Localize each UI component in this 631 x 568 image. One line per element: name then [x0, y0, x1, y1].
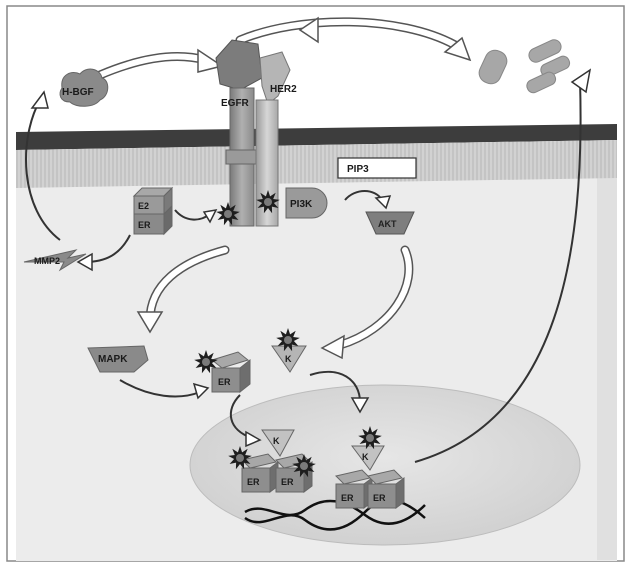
hbgf-label: H-BGF [62, 87, 94, 98]
egfr-label: EGFR [221, 98, 250, 109]
burst-k-nucleus-core [366, 434, 374, 442]
arrow-mmp2-hbgf-head [32, 92, 48, 108]
burst-her2-core [264, 198, 272, 206]
k-nucleus-left-label: K [273, 436, 280, 446]
her2-label: HER2 [270, 84, 297, 95]
burst-k-cytoplasm-core [284, 336, 292, 344]
ligand-capsules [476, 37, 572, 94]
er-nucleus-4-label: ER [373, 493, 386, 503]
er-nucleus-1-label: ER [247, 477, 260, 487]
burst-egfr-core [224, 210, 232, 218]
k-nucleus-right-label: K [362, 452, 369, 462]
mapk-label: MAPK [98, 354, 128, 365]
burst-er-cytoplasm-core [202, 358, 210, 366]
k-cytoplasm-label: K [285, 354, 292, 364]
akt-label: AKT [378, 219, 397, 229]
pi3k-label: PI3K [290, 199, 313, 210]
arrow-nucleus-capsules-head [572, 70, 590, 92]
er-cytoplasm-label: ER [218, 377, 231, 387]
pip3-label: PIP3 [347, 164, 369, 175]
er-membrane-label: ER [138, 220, 151, 230]
mmp2-label: MMP2 [34, 256, 60, 266]
cell-edge-shade [597, 160, 617, 560]
er-nucleus-2-label: ER [281, 477, 294, 487]
burst-er-nucleus-2-core [300, 462, 308, 470]
burst-er-nucleus-1-core [236, 454, 244, 462]
er-nucleus-3-label: ER [341, 493, 354, 503]
e2-label: E2 [138, 201, 149, 211]
